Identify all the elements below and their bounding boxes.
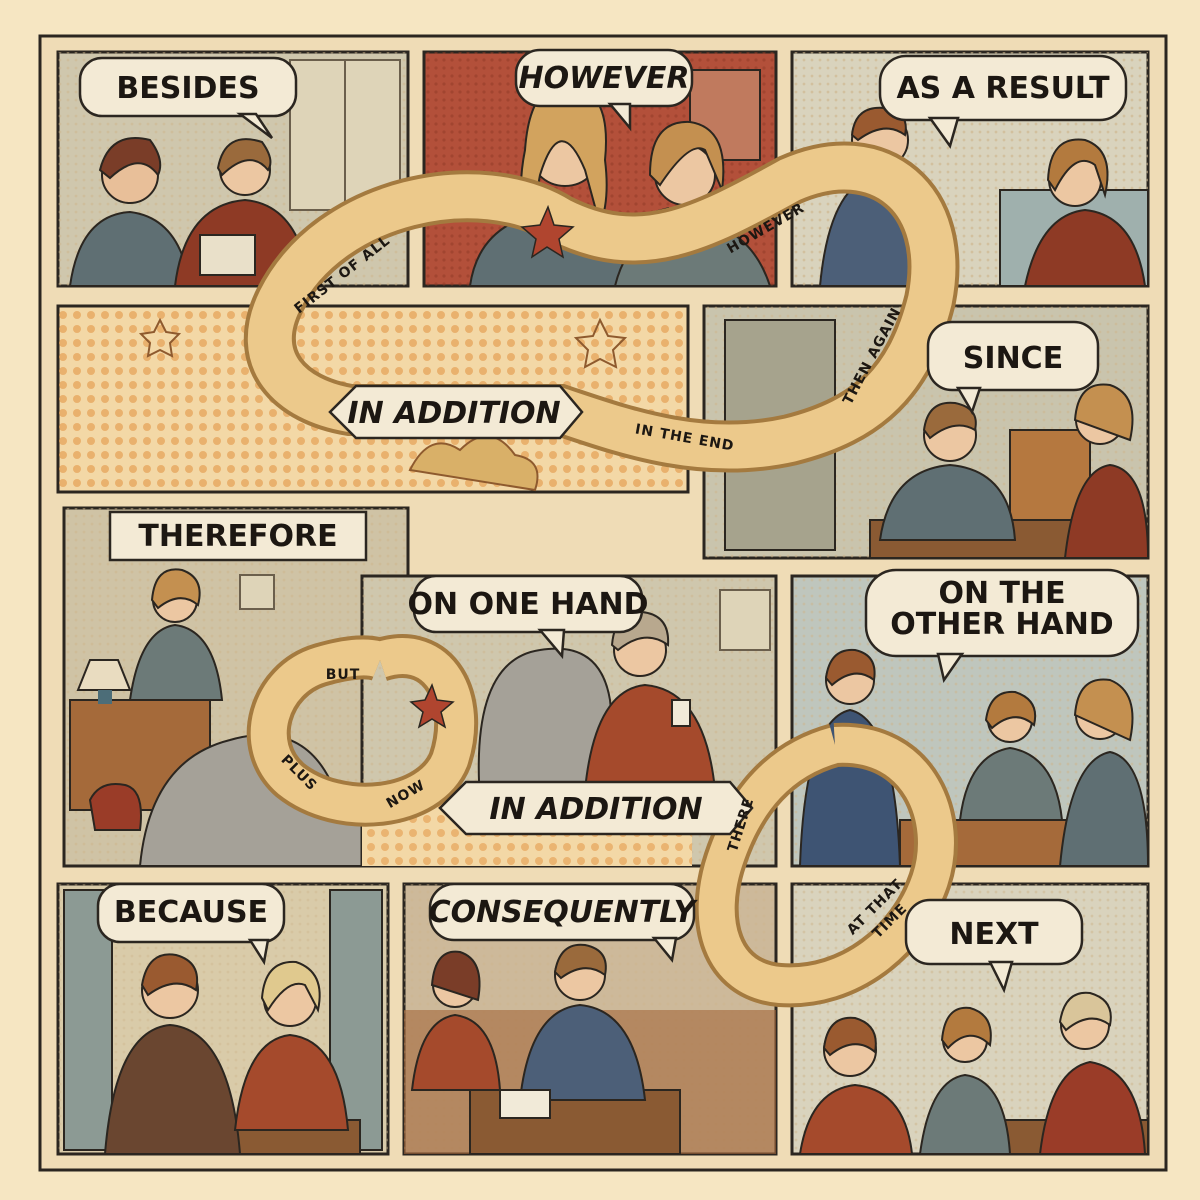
speech-bubbles: [78, 48, 1140, 994]
bubble-since: SINCE: [963, 341, 1063, 376]
caption-therefore: THEREFORE: [138, 519, 337, 554]
bubble-on-the-other-hand-line1: ON THE: [938, 576, 1065, 611]
ribbon-but: BUT: [326, 667, 361, 683]
arrow-banner-top: [328, 384, 584, 440]
bubble-on-the-other-hand-line2: OTHER HAND: [890, 607, 1113, 642]
star-icon: [520, 204, 575, 259]
bubble-because: BECAUSE: [114, 895, 268, 930]
star-icon: [409, 682, 455, 729]
panel-because: [56, 882, 390, 1156]
banner-in-addition-bottom: IN ADDITION: [489, 792, 702, 827]
banner-in-addition-top: IN ADDITION: [347, 396, 560, 431]
bubble-as-a-result: AS A RESULT: [896, 71, 1110, 106]
bubble-next: NEXT: [949, 917, 1039, 952]
bubble-however: HOWEVER: [518, 61, 689, 96]
star-doodle-icon: [138, 317, 182, 358]
bubble-consequently: CONSEQUENTLY: [429, 895, 699, 930]
arrow-banner-bottom: [438, 780, 754, 836]
star-doodle-icon: [573, 317, 628, 369]
panel-since: [702, 304, 1150, 560]
bubble-besides: BESIDES: [116, 71, 259, 106]
bubble-on-one-hand: ON ONE HAND: [408, 587, 649, 622]
panel-therefore: [62, 506, 410, 868]
